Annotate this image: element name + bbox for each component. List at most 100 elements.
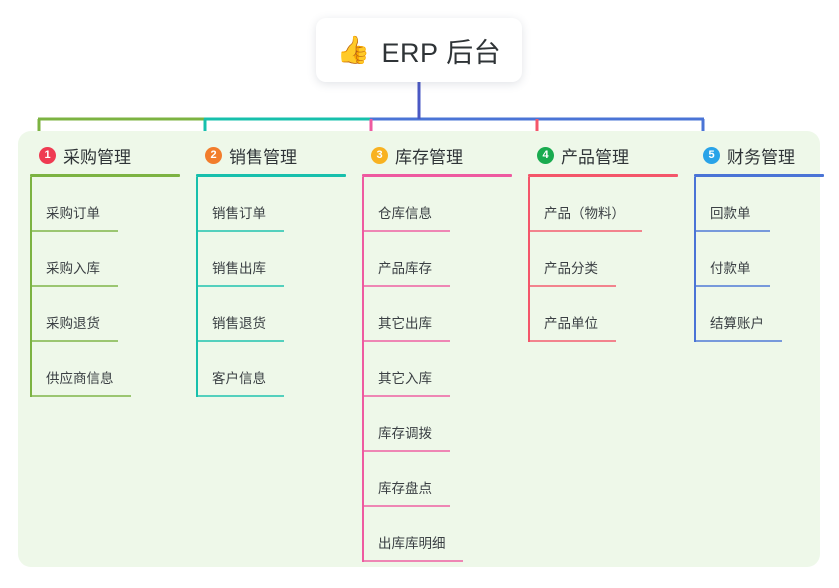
branch-spine-1 — [30, 177, 32, 397]
leaf-label: 回款单 — [710, 206, 751, 221]
leaf-item[interactable]: 采购入库 — [30, 232, 180, 287]
leaf-item[interactable]: 产品库存 — [362, 232, 512, 287]
leaf-item[interactable]: 产品（物料） — [528, 177, 678, 232]
leaf-underline — [362, 450, 450, 452]
leaf-label: 供应商信息 — [46, 371, 114, 386]
branch-title-4: 产品管理 — [561, 147, 629, 167]
leaf-label: 采购订单 — [46, 206, 100, 221]
branch-column-5: 5 财务管理回款单付款单结算账户 — [694, 142, 824, 342]
leaf-underline — [362, 560, 463, 562]
leaf-label: 库存调拨 — [378, 426, 432, 441]
branch-badge-4: 4 — [537, 146, 554, 164]
leaf-item[interactable]: 出库库明细 — [362, 507, 512, 562]
branch-header-3[interactable]: 3 库存管理 — [362, 142, 512, 168]
leaf-item[interactable]: 产品单位 — [528, 287, 678, 342]
leaf-underline — [528, 340, 616, 342]
branch-header-4[interactable]: 4 产品管理 — [528, 142, 678, 168]
branch-spine-3 — [362, 177, 364, 562]
leaf-underline — [30, 230, 118, 232]
leaf-label: 库存盘点 — [378, 481, 432, 496]
leaf-underline — [362, 395, 450, 397]
branch-spine-5 — [694, 177, 696, 342]
branch-spine-2 — [196, 177, 198, 397]
branch-items-2: 销售订单销售出库销售退货客户信息 — [196, 177, 346, 397]
leaf-label: 采购入库 — [46, 261, 100, 276]
leaf-label: 付款单 — [710, 261, 751, 276]
branch-underline-1 — [30, 174, 180, 177]
leaf-underline — [196, 340, 284, 342]
branch-title-3: 库存管理 — [395, 147, 463, 167]
leaf-underline — [30, 285, 118, 287]
branch-column-3: 3 库存管理仓库信息产品库存其它出库其它入库库存调拨库存盘点出库库明细 — [362, 142, 512, 562]
leaf-label: 产品分类 — [544, 261, 598, 276]
leaf-item[interactable]: 仓库信息 — [362, 177, 512, 232]
leaf-item[interactable]: 其它出库 — [362, 287, 512, 342]
leaf-item[interactable]: 采购订单 — [30, 177, 180, 232]
branch-badge-1: 1 — [39, 146, 56, 164]
leaf-label: 销售订单 — [212, 206, 266, 221]
root-node[interactable]: 👍 ERP 后台 — [316, 18, 522, 82]
root-title: ERP 后台 — [381, 37, 502, 68]
leaf-label: 产品库存 — [378, 261, 432, 276]
branch-title-2: 销售管理 — [229, 147, 297, 167]
branch-underline-3 — [362, 174, 512, 177]
leaf-underline — [30, 340, 118, 342]
leaf-item[interactable]: 销售订单 — [196, 177, 346, 232]
leaf-item[interactable]: 库存盘点 — [362, 452, 512, 507]
leaf-item[interactable]: 客户信息 — [196, 342, 346, 397]
leaf-underline — [694, 230, 770, 232]
leaf-underline — [694, 285, 770, 287]
leaf-label: 出库库明细 — [378, 536, 446, 551]
leaf-underline — [528, 285, 616, 287]
branch-badge-5: 5 — [703, 146, 720, 164]
leaf-label: 销售退货 — [212, 316, 266, 331]
branch-underline-2 — [196, 174, 346, 177]
branch-badge-2: 2 — [205, 146, 222, 164]
leaf-item[interactable]: 采购退货 — [30, 287, 180, 342]
leaf-underline — [528, 230, 642, 232]
leaf-item[interactable]: 回款单 — [694, 177, 824, 232]
branch-column-4: 4 产品管理产品（物料） 产品分类产品单位 — [528, 142, 678, 342]
leaf-label: 产品单位 — [544, 316, 598, 331]
branch-spine-4 — [528, 177, 530, 342]
branches-panel — [18, 131, 820, 567]
branch-badge-3: 3 — [371, 146, 388, 164]
leaf-underline — [362, 285, 450, 287]
leaf-underline — [196, 230, 284, 232]
leaf-underline — [362, 340, 450, 342]
leaf-label: 产品（物料） — [544, 206, 625, 221]
leaf-label: 销售出库 — [212, 261, 266, 276]
leaf-underline — [30, 395, 131, 397]
leaf-item[interactable]: 结算账户 — [694, 287, 824, 342]
leaf-underline — [694, 340, 782, 342]
branch-title-5: 财务管理 — [727, 147, 795, 167]
leaf-item[interactable]: 其它入库 — [362, 342, 512, 397]
leaf-item[interactable]: 产品分类 — [528, 232, 678, 287]
leaf-item[interactable]: 库存调拨 — [362, 397, 512, 452]
leaf-item[interactable]: 销售退货 — [196, 287, 346, 342]
leaf-item[interactable]: 供应商信息 — [30, 342, 180, 397]
leaf-label: 仓库信息 — [378, 206, 432, 221]
leaf-item[interactable]: 付款单 — [694, 232, 824, 287]
leaf-label: 客户信息 — [212, 371, 266, 386]
branch-items-4: 产品（物料） 产品分类产品单位 — [528, 177, 678, 342]
leaf-label: 其它入库 — [378, 371, 432, 386]
leaf-label: 其它出库 — [378, 316, 432, 331]
leaf-underline — [196, 285, 284, 287]
branch-column-2: 2 销售管理销售订单销售出库销售退货客户信息 — [196, 142, 346, 397]
leaf-underline — [362, 230, 450, 232]
branch-items-1: 采购订单采购入库采购退货供应商信息 — [30, 177, 180, 397]
branch-underline-4 — [528, 174, 678, 177]
leaf-label: 结算账户 — [710, 316, 764, 331]
branch-items-3: 仓库信息产品库存其它出库其它入库库存调拨库存盘点出库库明细 — [362, 177, 512, 562]
leaf-item[interactable]: 销售出库 — [196, 232, 346, 287]
branch-underline-5 — [694, 174, 824, 177]
branch-header-2[interactable]: 2 销售管理 — [196, 142, 346, 168]
leaf-label: 采购退货 — [46, 316, 100, 331]
leaf-underline — [196, 395, 284, 397]
thumbs-up-icon: 👍 — [336, 34, 371, 65]
branch-header-5[interactable]: 5 财务管理 — [694, 142, 824, 168]
